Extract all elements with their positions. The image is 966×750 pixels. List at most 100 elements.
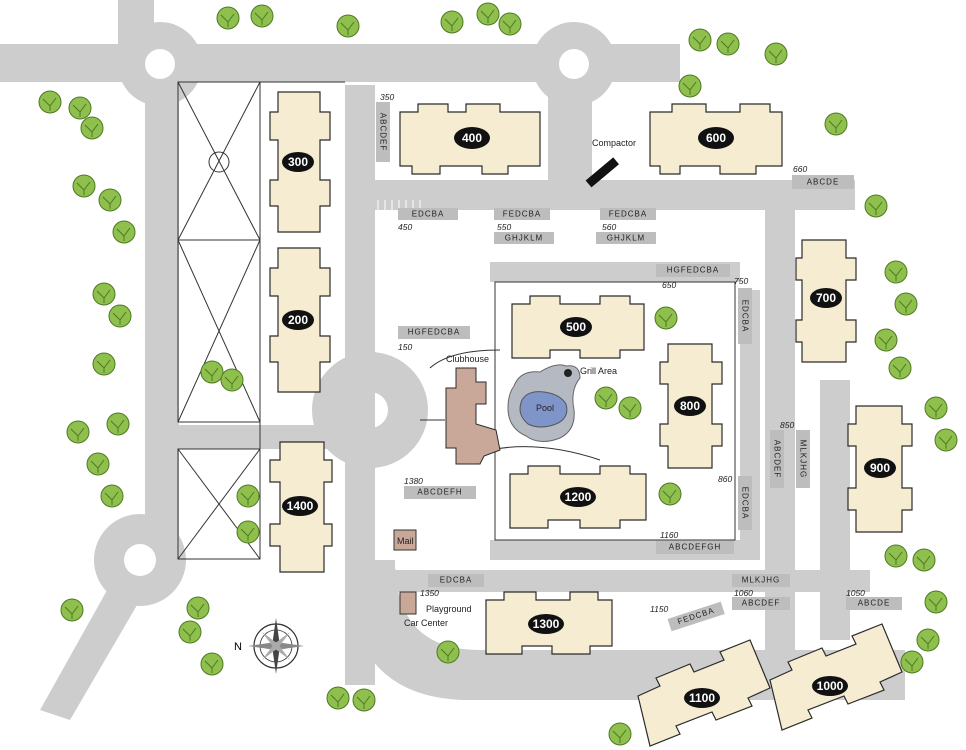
address-750: 750 <box>734 276 748 286</box>
parking-strip-560-bottom: GHJKLM <box>596 232 656 244</box>
parking-strip-850-left: ABCDEF <box>770 430 784 488</box>
mail-label: Mail <box>397 536 414 546</box>
parking-strip-650: HGFEDCBA <box>656 264 730 277</box>
svg-text:ABCDEF: ABCDEF <box>742 599 780 608</box>
address-650: 650 <box>662 280 676 290</box>
parking-strip-1050: ABCDE <box>846 597 902 610</box>
svg-text:ABCDEFH: ABCDEFH <box>417 488 462 497</box>
parking-strip-850-right: MLKJHG <box>796 430 810 488</box>
parking-strip-450: EDCBA <box>398 208 458 220</box>
svg-text:FEDCBA: FEDCBA <box>503 210 541 219</box>
building-900: 900 <box>847 405 913 533</box>
svg-text:EDCBA: EDCBA <box>412 210 445 219</box>
building-1100: 1100 <box>637 639 771 747</box>
parking-stalls <box>377 200 421 245</box>
parking-strip-1060-bottom: ABCDEF <box>732 597 790 610</box>
address-1050: 1050 <box>846 588 865 598</box>
parking-strip-750: EDCBA <box>738 288 752 344</box>
amenities: Clubhouse Pool Grill Area Compactor Mail… <box>393 138 636 628</box>
parking-strip-860: EDCBA <box>738 476 752 530</box>
building-500: 500 <box>511 295 645 359</box>
building-label-1300: 1300 <box>533 617 560 631</box>
svg-text:HGFEDCBA: HGFEDCBA <box>408 328 460 337</box>
building-300: 300 <box>269 91 331 233</box>
address-1150: 1150 <box>650 604 669 614</box>
compass-n-label: N <box>234 641 242 653</box>
building-label-1200: 1200 <box>565 490 592 504</box>
buildings: 400 600 300 200 700 500 <box>269 91 913 747</box>
building-400: 400 <box>399 103 541 175</box>
parking-strip-1060-top: MLKJHG <box>732 574 790 587</box>
building-label-500: 500 <box>566 320 586 334</box>
address-660: 660 <box>793 164 807 174</box>
address-1160: 1160 <box>660 530 679 540</box>
parking-strip-560-top: FEDCBA <box>600 208 656 220</box>
svg-text:MLKJHG: MLKJHG <box>742 576 780 585</box>
building-label-900: 900 <box>870 461 890 475</box>
svg-text:GHJKLM: GHJKLM <box>607 234 645 243</box>
svg-text:EDCBA: EDCBA <box>741 300 750 333</box>
clubhouse-building <box>445 367 501 465</box>
svg-text:EDCBA: EDCBA <box>440 576 473 585</box>
address-1060: 1060 <box>734 588 753 598</box>
address-850: 850 <box>780 420 794 430</box>
building-600: 600 <box>649 103 783 175</box>
building-label-1400: 1400 <box>287 499 314 513</box>
car-center-label: Car Center <box>404 618 448 628</box>
address-1380: 1380 <box>404 476 423 486</box>
sidewalks <box>177 81 736 560</box>
address-1350: 1350 <box>420 588 439 598</box>
building-label-1100: 1100 <box>689 691 715 705</box>
address-150: 150 <box>398 342 412 352</box>
mail-icon <box>393 529 417 551</box>
address-550: 550 <box>497 222 511 232</box>
parking-strip-550-bottom: GHJKLM <box>494 232 554 244</box>
svg-text:HGFEDCBA: HGFEDCBA <box>667 266 719 275</box>
svg-text:ABCDE: ABCDE <box>858 599 891 608</box>
building-label-1000: 1000 <box>817 679 844 693</box>
building-1400: 1400 <box>269 441 333 573</box>
building-label-200: 200 <box>288 313 308 327</box>
compactor-label: Compactor <box>592 138 636 148</box>
svg-text:GHJKLM: GHJKLM <box>505 234 543 243</box>
svg-text:ABCDEF: ABCDEF <box>773 440 782 478</box>
svg-text:ABCDEFGH: ABCDEFGH <box>669 543 721 552</box>
parking-strip-1350: EDCBA <box>428 574 484 587</box>
address-860: 860 <box>718 474 732 484</box>
parking-strip-1160: ABCDEFGH <box>656 541 734 554</box>
building-1300: 1300 <box>485 591 613 655</box>
address-labels: 350 660 450 550 560 650 750 150 850 860 … <box>380 92 865 614</box>
parking-strip-1380: ABCDEFH <box>404 486 476 499</box>
car-center-icon <box>399 591 417 615</box>
pool <box>519 391 568 428</box>
parking-labels: ABCDEF ABCDE EDCBA FEDCBA FEDCBA GHJKLM … <box>376 102 902 632</box>
parking-strip-150: HGFEDCBA <box>398 326 470 339</box>
parking-strip-1150: FEDCBA <box>667 601 725 632</box>
svg-text:ABCDEF: ABCDEF <box>379 113 388 151</box>
building-label-300: 300 <box>288 155 308 169</box>
clubhouse-label: Clubhouse <box>446 354 489 364</box>
address-450: 450 <box>398 222 412 232</box>
building-1200: 1200 <box>509 465 647 529</box>
grill-area-label: Grill Area <box>580 366 617 376</box>
building-label-400: 400 <box>462 131 482 145</box>
svg-text:MLKJHG: MLKJHG <box>799 440 808 478</box>
svg-text:EDCBA: EDCBA <box>741 487 750 520</box>
compactor-icon <box>585 157 620 188</box>
building-800: 800 <box>659 343 723 469</box>
address-350: 350 <box>380 92 394 102</box>
address-560: 560 <box>602 222 616 232</box>
building-700: 700 <box>795 239 857 363</box>
compass-rose: N <box>234 618 304 674</box>
playground-label: Playground <box>426 604 472 614</box>
building-label-800: 800 <box>680 399 700 413</box>
pool-label: Pool <box>536 403 554 413</box>
building-label-600: 600 <box>706 131 726 145</box>
parking-strip-660: ABCDE <box>792 175 854 189</box>
grill-icon <box>564 369 572 377</box>
building-200: 200 <box>269 247 331 393</box>
building-1000: 1000 <box>769 623 903 731</box>
parking-strip-350: ABCDEF <box>376 102 390 162</box>
svg-text:ABCDE: ABCDE <box>807 178 840 187</box>
